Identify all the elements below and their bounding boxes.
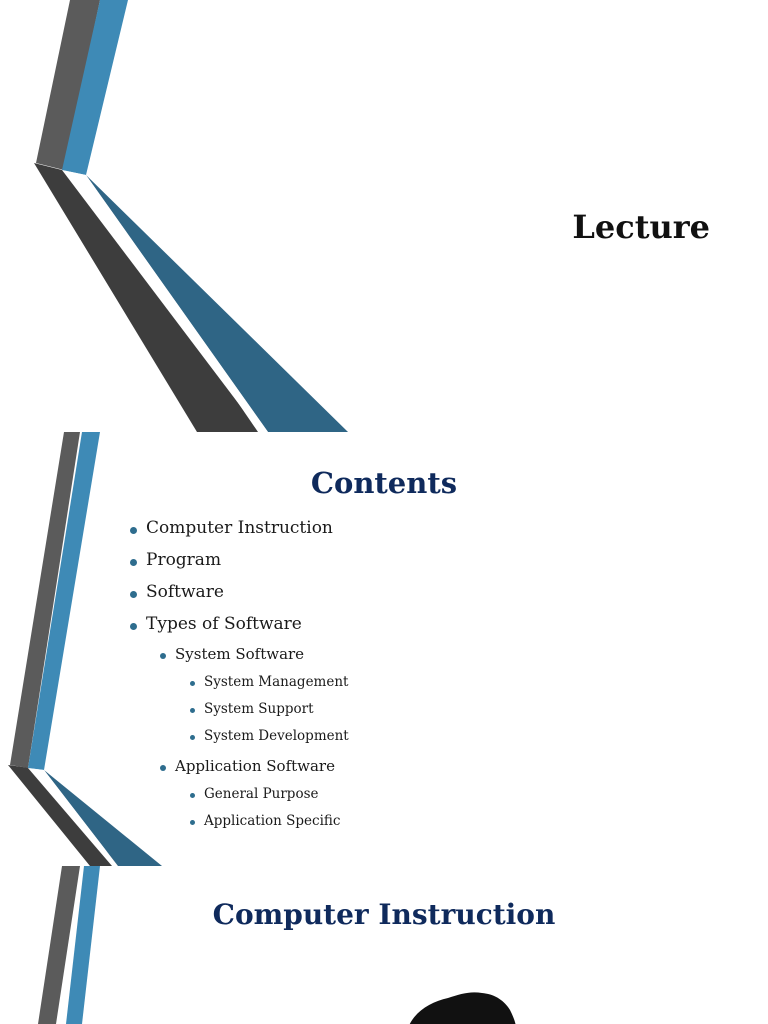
contents-item: System Software (159, 645, 305, 663)
contents-item: Application Software (160, 757, 335, 775)
chevron-decoration (8, 432, 162, 866)
chevron-decoration (38, 866, 100, 1024)
contents-item: Application Specific (189, 813, 341, 829)
contents-item: System Management (189, 674, 349, 690)
contents-item: System Development (190, 728, 349, 744)
contents-heading: Contents (310, 466, 458, 500)
slide-title: Lecture (0, 0, 768, 432)
contents-item: Types of Software (130, 614, 302, 634)
lecture-title: Lecture (572, 208, 710, 246)
contents-item: Computer Instruction (130, 518, 333, 538)
contents-item: General Purpose (190, 786, 319, 802)
chevron-decoration (34, 0, 348, 432)
contents-item: Software (130, 582, 224, 602)
contents-item: System Support (190, 701, 314, 717)
contents-item: Program (129, 550, 222, 570)
computer-instruction-heading: Computer Instruction (212, 898, 556, 931)
person-silhouette-image (409, 992, 516, 1024)
slide-computer-instruction: Computer Instruction (0, 866, 768, 1024)
